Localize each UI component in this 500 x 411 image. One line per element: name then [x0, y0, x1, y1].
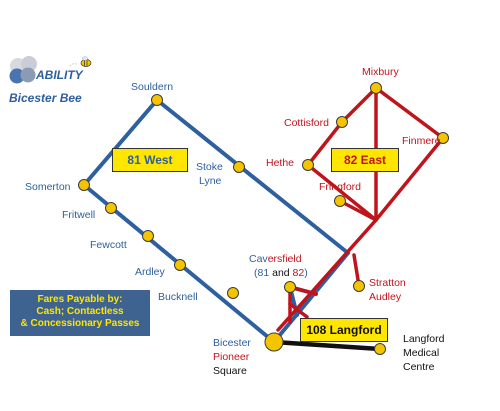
stop-fritwell[interactable] [105, 202, 117, 214]
label-stratton: Stratton [369, 277, 406, 289]
label-bicester-line2: Pioneer [213, 351, 250, 363]
stop-hethe[interactable] [302, 159, 314, 171]
label-bicester-line1: Bicester [213, 337, 251, 349]
stop-fewcott[interactable] [142, 230, 154, 242]
label-somerton: Somerton [25, 181, 71, 193]
stop-fringford[interactable] [334, 195, 346, 207]
stop-mixbury[interactable] [370, 82, 382, 94]
label-langford-line1: Langford [403, 333, 445, 345]
label-langford-line2: Medical [403, 347, 439, 359]
label-bicester-line3: Square [213, 365, 247, 377]
ability-logo: ABILITY [9, 56, 92, 84]
label-bucknell: Bucknell [158, 291, 198, 303]
stop-bicester[interactable] [264, 332, 284, 352]
bee-icon [69, 56, 92, 67]
label-fewcott: Fewcott [90, 239, 127, 251]
fares-line2: Cash; Contactless [36, 306, 124, 317]
label-cottisford: Cottisford [284, 117, 329, 129]
fares-panel: Fares Payable by: Cash; Contactless & Co… [10, 290, 150, 336]
route-108-label: 108 Langford [300, 318, 388, 342]
stop-bucknell[interactable] [227, 287, 239, 299]
stop-langford[interactable] [374, 343, 386, 355]
label-langford-line3: Centre [403, 361, 435, 373]
label-caversfield: Caversfield [249, 253, 302, 265]
stop-souldern[interactable] [151, 94, 163, 106]
label-hethe: Hethe [266, 157, 294, 169]
label-caversfield-routes: (81 and 82) [254, 267, 308, 279]
stop-cottisford[interactable] [336, 116, 348, 128]
label-audley: Audley [369, 291, 402, 303]
route-81-label: 81 West [112, 148, 188, 172]
route-108-line [271, 339, 383, 352]
route-82-label: 82 East [331, 148, 399, 172]
label-mixbury: Mixbury [362, 66, 400, 78]
fares-line1: Fares Payable by: [37, 294, 123, 305]
brand-subtitle: Bicester Bee [9, 91, 82, 105]
logo-word: ABILITY [35, 68, 84, 82]
stop-stratton-audley[interactable] [353, 280, 365, 292]
label-stoke-line1: Stoke [196, 161, 223, 173]
stop-caversfield[interactable] [284, 281, 296, 293]
stop-somerton[interactable] [78, 179, 90, 191]
label-fringford: Fringford [319, 181, 361, 193]
label-fritwell: Fritwell [62, 209, 95, 221]
label-finmere: Finmere [402, 135, 441, 147]
label-souldern: Souldern [131, 81, 173, 93]
stop-ardley[interactable] [174, 259, 186, 271]
stop-stoke-lyne[interactable] [233, 161, 245, 173]
label-ardley: Ardley [135, 266, 166, 278]
label-stoke-line2: Lyne [199, 175, 222, 187]
stop-finmere[interactable] [437, 132, 449, 144]
fares-line3: & Concessionary Passes [20, 318, 140, 329]
